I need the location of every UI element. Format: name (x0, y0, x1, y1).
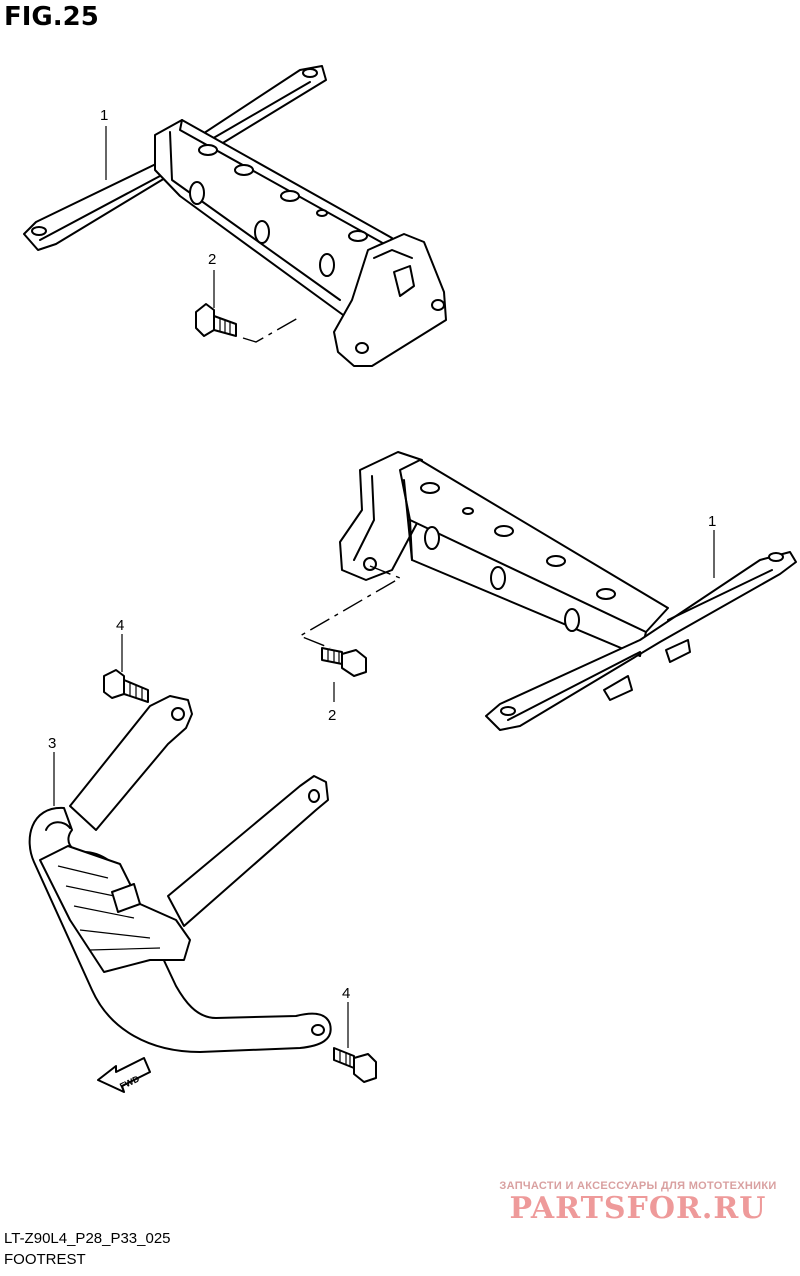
bolt-top-left (195, 303, 237, 337)
watermark: ЗАПЧАСТИ И АКСЕССУАРЫ ДЛЯ МОТОТЕХНИКИ PA… (488, 1180, 788, 1226)
callout-part-1-top: 1 (100, 107, 108, 124)
front-guard-bar (28, 695, 332, 1053)
footrest-bracket-top (23, 65, 447, 367)
fwd-arrow-icon: FWD (97, 1057, 151, 1093)
bolt-middle-leader (298, 565, 402, 649)
callout-leaders (53, 126, 715, 1048)
callout-part-2-middle: 2 (328, 707, 336, 724)
figure-name: FOOTREST (4, 1251, 86, 1268)
bolt-middle (321, 647, 367, 677)
bolt-top-left-leader (242, 317, 299, 343)
callout-part-4-lower: 4 (342, 985, 350, 1002)
footrest-bracket-middle (339, 451, 797, 731)
callout-part-3: 3 (48, 735, 56, 752)
figure-code: LT-Z90L4_P28_P33_025 (4, 1230, 171, 1247)
bolt-lower-right (333, 1047, 377, 1083)
watermark-tagline: ЗАПЧАСТИ И АКСЕССУАРЫ ДЛЯ МОТОТЕХНИКИ (499, 1180, 777, 1192)
bolt-upper-left (103, 669, 149, 703)
watermark-logo: PARTSFOR.RU (509, 1191, 767, 1226)
figure-title: FIG.25 (4, 2, 99, 32)
callout-part-4-upper: 4 (116, 617, 124, 634)
callout-part-2-top: 2 (208, 251, 216, 268)
callout-part-1-middle: 1 (708, 513, 716, 530)
